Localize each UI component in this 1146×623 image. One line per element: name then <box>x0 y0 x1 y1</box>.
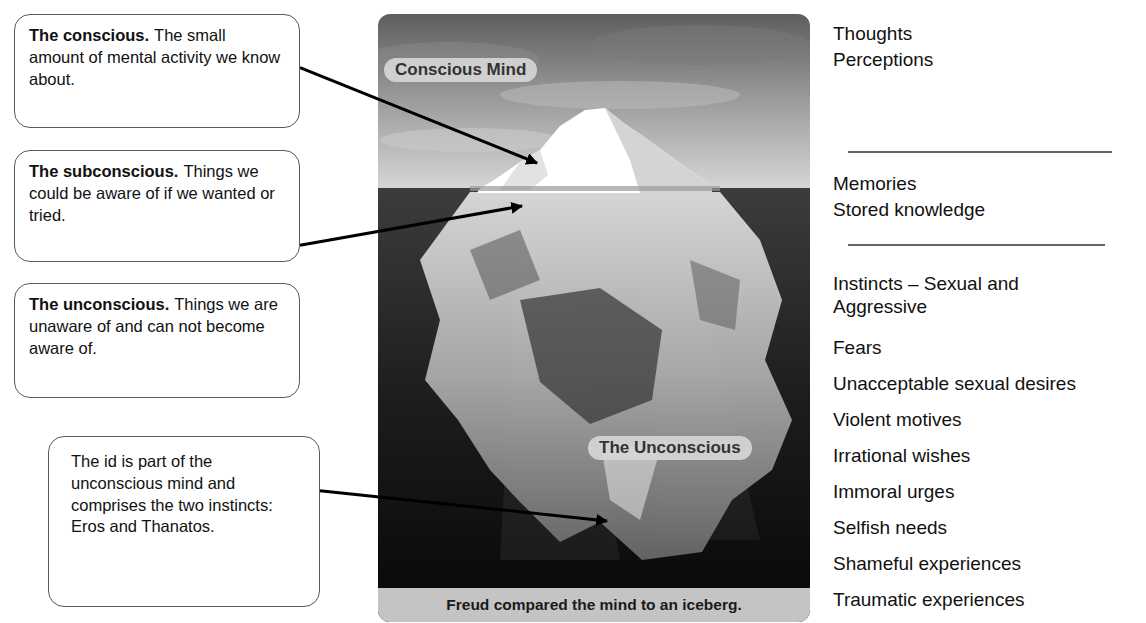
leader-arrow <box>320 491 607 521</box>
text-block: The Unconscious <box>599 438 741 458</box>
group-separator <box>848 151 1112 153</box>
leader-arrow <box>300 206 522 245</box>
mind-content-label: Fears <box>833 336 882 359</box>
region-label: The Unconscious <box>588 436 752 460</box>
callout-text: Conscious Mind <box>395 60 526 79</box>
mind-content-label: Perceptions <box>833 48 933 71</box>
mind-content-label: Irrational wishes <box>833 444 970 467</box>
callout-box: The subconscious.Things we could be awar… <box>14 150 300 262</box>
mind-content-label: Instincts – Sexual and Aggressive <box>833 272 1078 318</box>
text-block: The unconscious.Things we are unaware of… <box>29 294 285 359</box>
callout-heading: The subconscious. <box>29 162 178 180</box>
mind-content-label: Stored knowledge <box>833 198 985 221</box>
mind-content-label: Unacceptable sexual desires <box>833 372 1076 395</box>
mind-content-label: Traumatic experiences <box>833 588 1024 611</box>
figure-caption: Freud compared the mind to an iceberg. <box>378 588 810 622</box>
group-separator <box>848 244 1105 246</box>
callout-box: The id is part of the unconscious mind a… <box>48 436 320 607</box>
text-block: The subconscious.Things we could be awar… <box>29 161 285 226</box>
mind-content-label: Memories <box>833 172 916 195</box>
text-block: Conscious Mind <box>395 60 526 80</box>
callout-box: The conscious.The small amount of mental… <box>14 14 300 128</box>
callout-box: The unconscious.Things we are unaware of… <box>14 283 300 398</box>
mind-content-label: Immoral urges <box>833 480 954 503</box>
callout-text: The id is part of the unconscious mind a… <box>71 452 273 535</box>
mind-content-label: Thoughts <box>833 22 912 45</box>
callout-heading: The conscious. <box>29 26 149 44</box>
mind-content-label: Violent motives <box>833 408 962 431</box>
mind-content-label: Shameful experiences <box>833 552 1021 575</box>
callout-heading: The unconscious. <box>29 295 169 313</box>
mind-content-label: Selfish needs <box>833 516 947 539</box>
region-label: Conscious Mind <box>384 58 537 82</box>
text-block: The id is part of the unconscious mind a… <box>71 451 297 538</box>
text-block: The conscious.The small amount of mental… <box>29 25 285 90</box>
callout-text: The Unconscious <box>599 438 741 457</box>
